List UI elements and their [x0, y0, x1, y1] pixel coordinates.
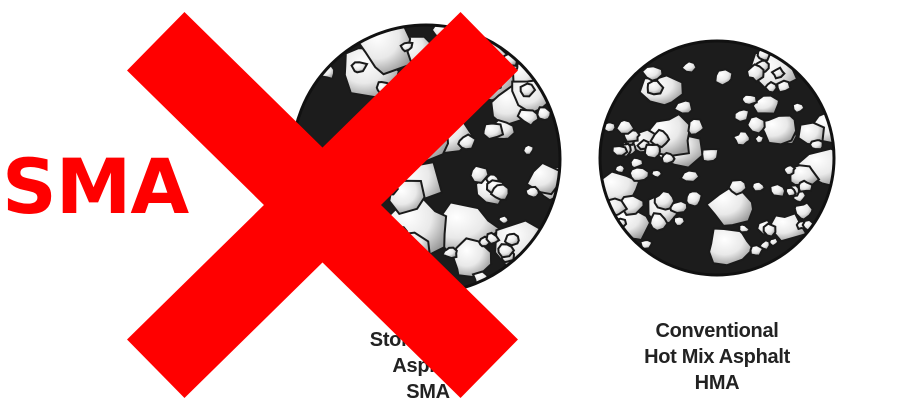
aggregate-stone [770, 184, 785, 197]
hma-caption: Conventional Hot Mix Asphalt HMA [592, 318, 842, 396]
aggregate-stone [674, 217, 685, 226]
sma-caption: Stone Matrix Asphalt SMA [318, 327, 538, 405]
sma-caption-line-2: Asphalt [318, 353, 538, 379]
aggregate-stone [681, 171, 700, 182]
aggregate-stone [615, 165, 625, 174]
aggregate-stone [499, 216, 509, 224]
aggregate-stone [786, 188, 796, 197]
aggregate-stone [483, 124, 503, 140]
aggregate-stone [686, 191, 702, 206]
aggregate-stone [630, 168, 649, 181]
sma-overlay-text: SMA [2, 142, 188, 232]
aggregate-stone [651, 170, 662, 178]
sma-aggregate-circle [287, 20, 570, 294]
aggregate-stone [784, 165, 795, 175]
aggregate-stone [810, 140, 823, 149]
aggregate-stone [377, 82, 389, 94]
aggregate-stone [537, 107, 550, 120]
aggregate-stone [383, 252, 400, 265]
aggregate-stone [523, 145, 534, 155]
hma-caption-line-1: Conventional [592, 318, 842, 344]
aggregate-stone [612, 146, 627, 156]
aggregate-stone [764, 224, 776, 237]
aggregate-stone [742, 95, 757, 105]
sma-caption-line-3: SMA [318, 379, 538, 405]
aggregate-stone [526, 187, 539, 198]
aggregate-stone [645, 145, 660, 159]
hma-aggregate-circle [596, 41, 849, 275]
hma-caption-line-2: Hot Mix Asphalt [592, 344, 842, 370]
aggregate-stone [702, 149, 718, 162]
hma-caption-line-3: HMA [592, 370, 842, 396]
aggregate-stone [662, 153, 675, 164]
aggregate-stone [347, 236, 359, 247]
aggregate-stone [674, 101, 692, 114]
aggregate-stone [287, 160, 300, 170]
sma-caption-line-1: Stone Matrix [318, 327, 538, 353]
aggregate-stone [735, 109, 750, 122]
